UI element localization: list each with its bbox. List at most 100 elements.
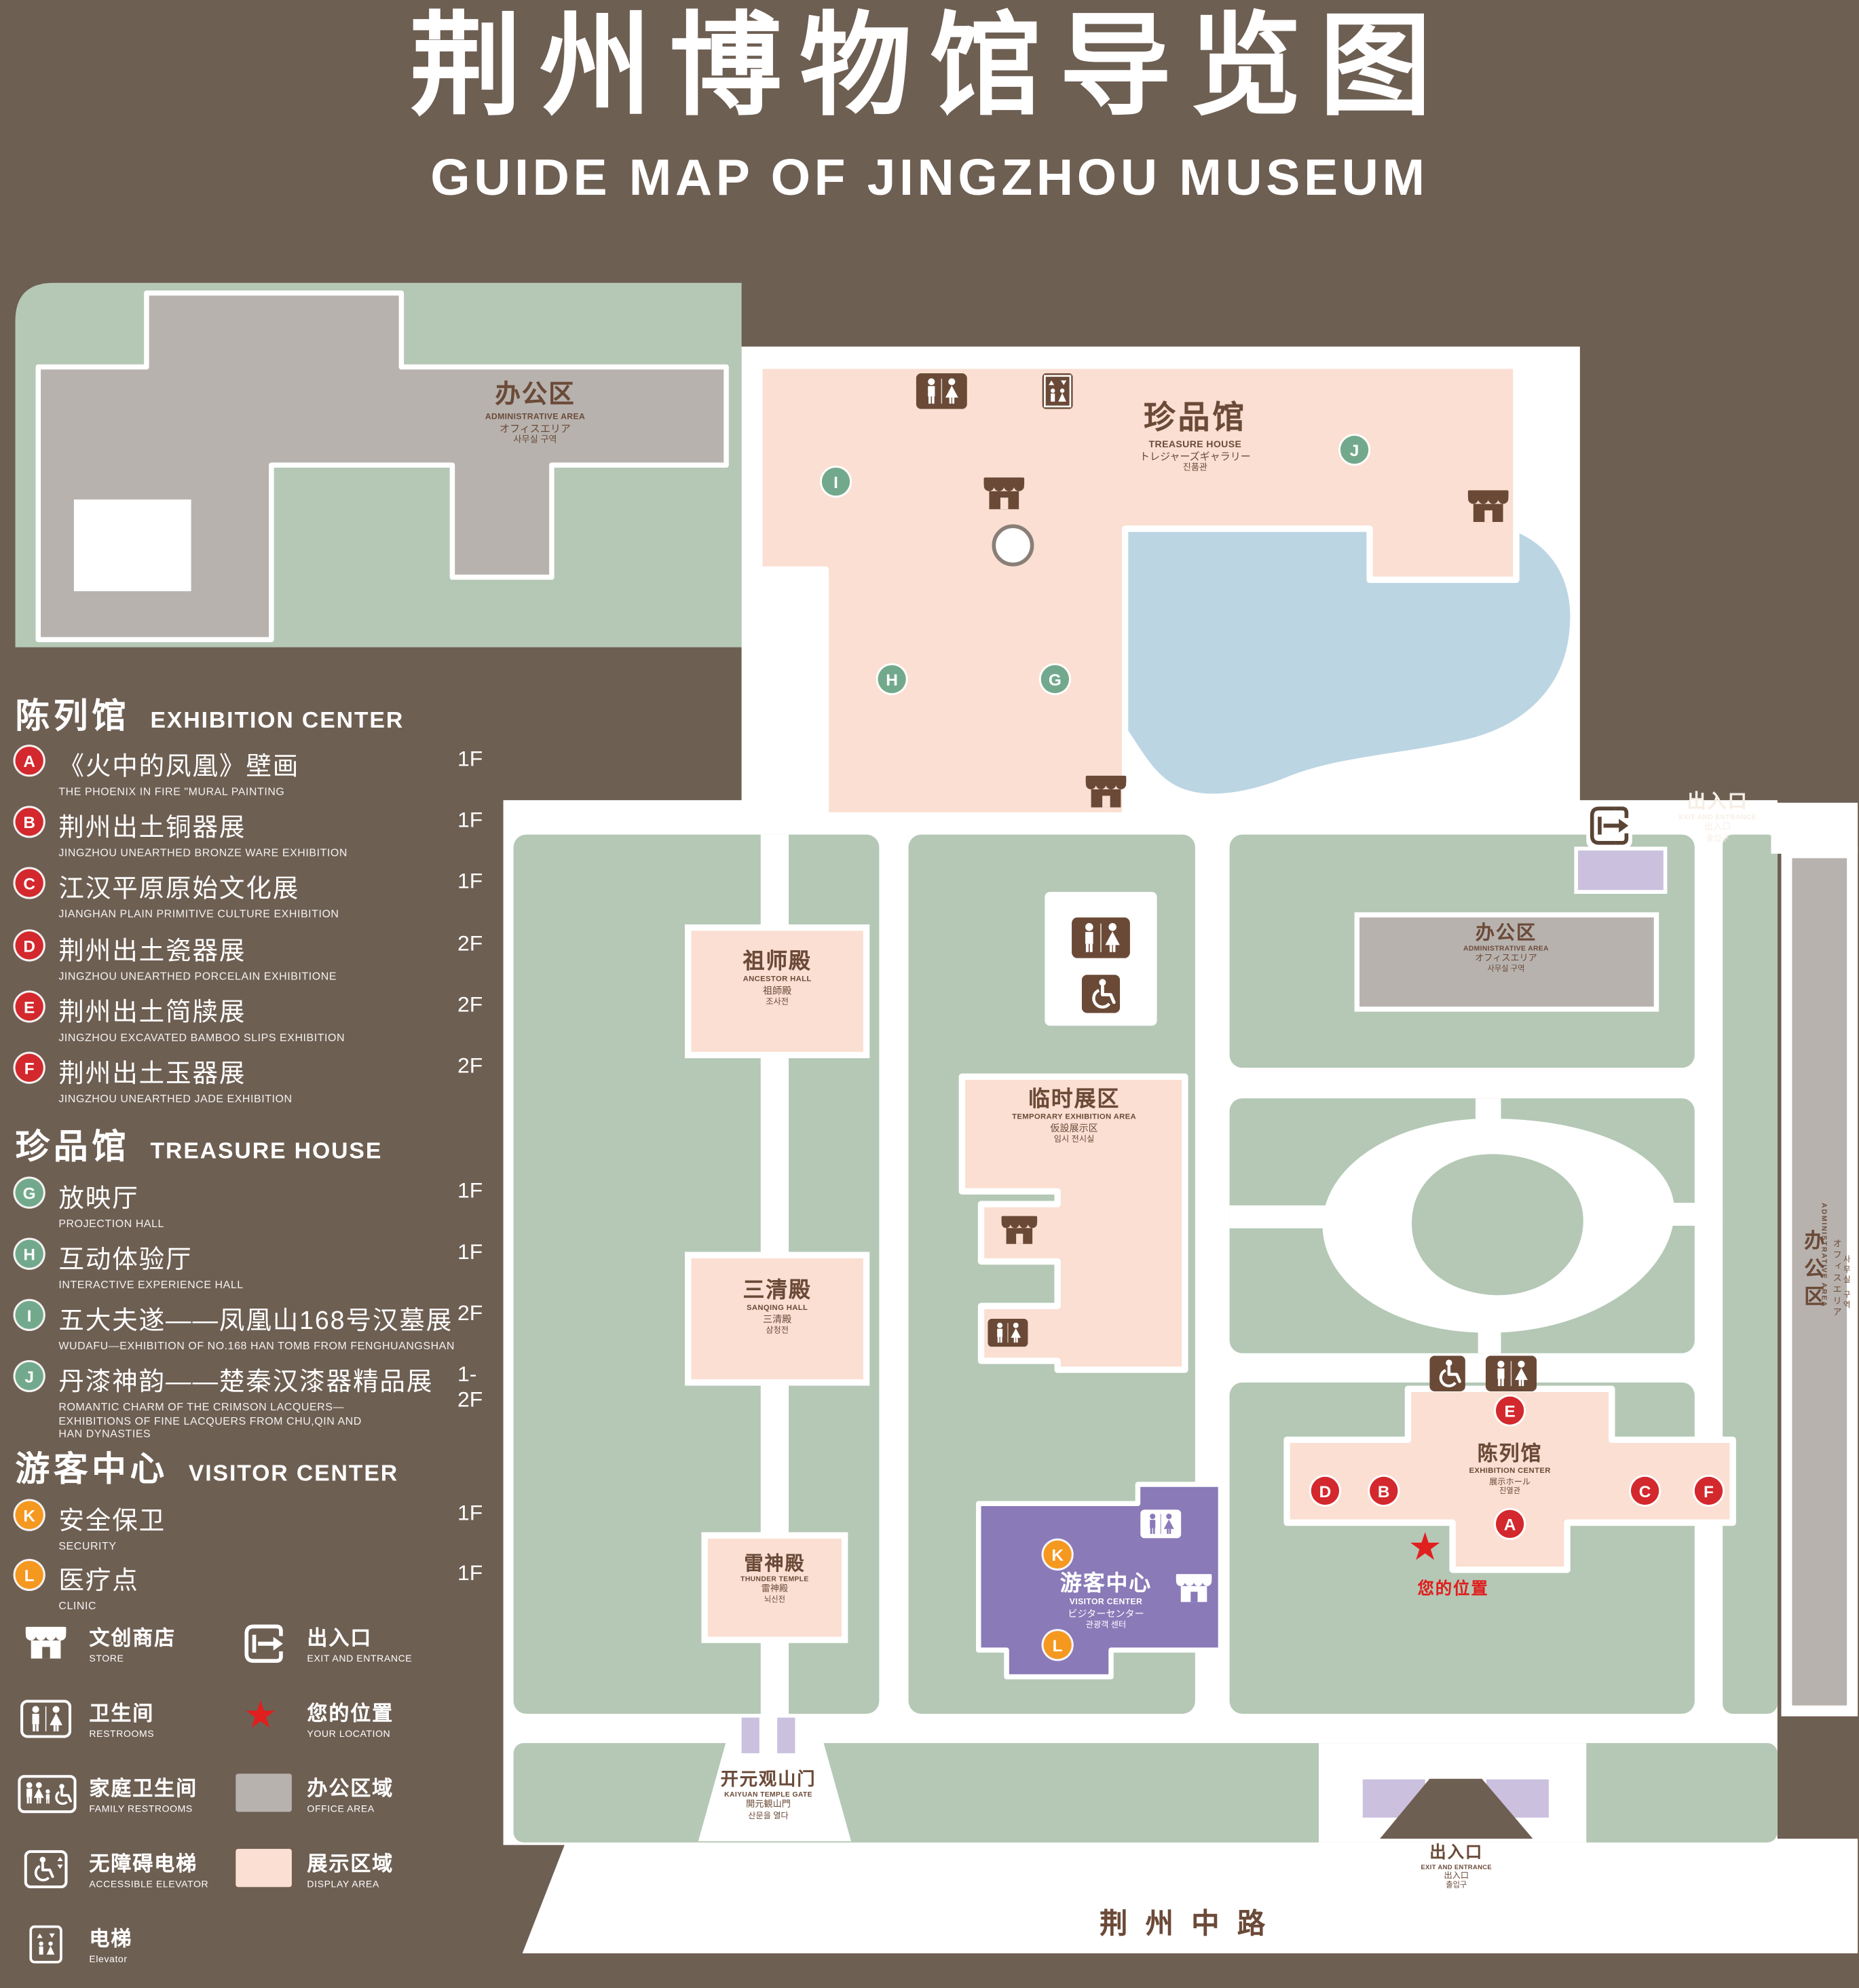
label-admin-strip-en: ADMINISTRATIVE AREA (1819, 1203, 1828, 1308)
legend-item-zh: 荆州出土瓷器展 (58, 937, 246, 966)
display-area-swatch (236, 1848, 292, 1888)
label-ko: 사무실 구역 (1487, 966, 1525, 974)
map-marker-K: K (1043, 1540, 1072, 1569)
temporary-exhibition-building (958, 1073, 1188, 1373)
label-zh: 游客中心 (1059, 1571, 1152, 1596)
legend-symbol-en: Elevator (89, 1953, 128, 1965)
map-marker-B: B (1370, 1476, 1398, 1505)
store-icon (983, 477, 1025, 510)
legend-item-zh: 丹漆神韵——楚秦汉漆器精品展 (58, 1368, 434, 1397)
map-marker-E: E (1495, 1396, 1524, 1425)
legend-symbol-zh: 展示区域 (307, 1854, 394, 1876)
legend-symbol-en: ACCESSIBLE ELEVATOR (89, 1878, 209, 1890)
legend-section-zh: 珍品馆 (15, 1127, 130, 1166)
legend-symbol-en: STORE (89, 1652, 124, 1664)
page-title: 荆州博物馆导览图 (409, 2, 1450, 129)
exit-icon (233, 1621, 295, 1667)
map-marker-I: I (821, 467, 850, 496)
label-ko: 조사전 (766, 997, 789, 1007)
marker-badge-D: D (15, 931, 43, 960)
gate-post-right (774, 1714, 798, 1756)
marker-badge-I: I (15, 1300, 43, 1330)
legend-item-en: JINGZHOU UNEARTHED PORCELAIN EXHIBITIONE (58, 969, 337, 983)
legend-item-A: A 《火中的凤凰》壁画 1F THE PHOENIX IN FIRE "MURA… (15, 745, 497, 798)
legend-item-en: INTERACTIVE EXPERIENCE HALL (58, 1277, 244, 1291)
legend-item-zh: 五大夫遂——凤凰山168号汉墓展 (58, 1307, 453, 1336)
road (522, 1838, 1858, 1953)
east-entrance-building (1574, 846, 1668, 894)
label-ja: 仮設展示区 (1050, 1123, 1098, 1135)
legend-item-B: B 荆州出土铜器展 1F JINGZHOU UNEARTHED BRONZE W… (15, 806, 497, 859)
admin-courtyard (73, 499, 191, 592)
legend-item-zh: 安全保卫 (58, 1507, 166, 1536)
sanqing-hall-building (685, 1252, 870, 1386)
label-exit-south: 出入口 EXIT AND ENTRANCE 出入口 출입구 (1393, 1843, 1520, 1892)
label-zh: 三清殿 (743, 1277, 812, 1302)
legend-symbol-zh: 办公区域 (307, 1778, 394, 1801)
label-ja: 出入口 (1444, 1871, 1469, 1881)
label-ko: 진열관 (1499, 1488, 1521, 1497)
restroom-icon (916, 373, 967, 409)
label-ja: オフィスエリア (500, 423, 571, 434)
legend-item-F: F 荆州出土玉器展 2F JINGZHOU UNEARTHED JADE EXH… (15, 1053, 497, 1106)
legend-item-floor: 1F (457, 1560, 483, 1586)
label-en: THUNDER TEMPLE (740, 1576, 809, 1584)
legend-symbol-zh: 出入口 (307, 1628, 373, 1651)
admin-building-northwest (35, 290, 729, 643)
label-treasure-house: 珍品馆 TREASURE HOUSE トレジャーズギャラリー 진품관 (1062, 398, 1329, 475)
label-ja: オフィスエリア (1475, 954, 1537, 964)
family-restroom-icon (16, 1771, 79, 1817)
thunder-temple-building (701, 1532, 848, 1643)
map-marker-F: F (1694, 1476, 1723, 1505)
label-en: SANQING HALL (747, 1304, 808, 1313)
marker-badge-E: E (15, 992, 43, 1021)
legend-item-D: D 荆州出土瓷器展 2F JINGZHOU UNEARTHED PORCELAI… (15, 930, 497, 983)
accessible-elevator-icon (1429, 1355, 1465, 1391)
ancestor-hall-building (685, 924, 870, 1059)
label-admin-strip-ko: 사무실 구역 (1841, 1255, 1849, 1311)
map-marker-H: H (878, 664, 906, 694)
legend-item-en: SECURITY (58, 1539, 117, 1552)
legend-section-en: EXHIBITION CENTER (150, 707, 405, 733)
legend-section-treasure-house: 珍品馆 TREASURE HOUSE (16, 1119, 383, 1168)
label-zh: 办公区 (1475, 922, 1537, 945)
legend-symbol-en: RESTROOMS (89, 1727, 155, 1740)
legend-item-L: L 医疗点 1F CLINIC (15, 1560, 497, 1613)
map-marker-C: C (1630, 1476, 1659, 1505)
label-ko: 뇌신전 (764, 1596, 785, 1605)
label-admin-northwest: 办公区 ADMINISTRATIVE AREA オフィスエリア 사무실 구역 (408, 379, 662, 447)
legend-symbol-zh: 卫生间 (89, 1703, 155, 1725)
road-name: 荆州中路 (1100, 1907, 1283, 1940)
label-ja: トレジャーズギャラリー (1140, 450, 1251, 462)
legend-item-floor: 1F (457, 1501, 483, 1526)
store-icon (1467, 490, 1509, 523)
legend-item-zh: 荆州出土玉器展 (58, 1059, 246, 1089)
label-temporary-exhibition: 临时展区 TEMPORARY EXHIBITION AREA 仮設展示区 임시 … (969, 1085, 1180, 1146)
store-icon (1001, 1216, 1038, 1244)
label-en: EXIT AND ENTRANCE (1678, 814, 1757, 823)
accessible-elevator-icon (16, 1846, 77, 1892)
legend-item-zh: 江汉平原原始文化展 (58, 875, 300, 904)
exhibition-center-building (1283, 1385, 1736, 1573)
legend-symbol-restroom: 卫生间 RESTROOMS (16, 1696, 155, 1752)
legend-section-en: TREASURE HOUSE (150, 1138, 383, 1163)
label-en: EXHIBITION CENTER (1469, 1468, 1551, 1476)
label-zh: 办公区 (495, 381, 576, 409)
treasure-house-building (756, 362, 1520, 819)
label-en: TEMPORARY EXHIBITION AREA (1012, 1113, 1137, 1121)
legend-item-zh: 荆州出土铜器展 (58, 814, 246, 842)
label-exhibition-center: 陈列馆 EXHIBITION CENTER 展示ホール 진열관 (1408, 1442, 1611, 1499)
map-marker-D: D (1311, 1476, 1340, 1505)
map-marker-L: L (1043, 1630, 1072, 1659)
label-ko: 삼청전 (766, 1326, 789, 1336)
legend-item-K: K 安全保卫 1F SECURITY (15, 1500, 497, 1553)
